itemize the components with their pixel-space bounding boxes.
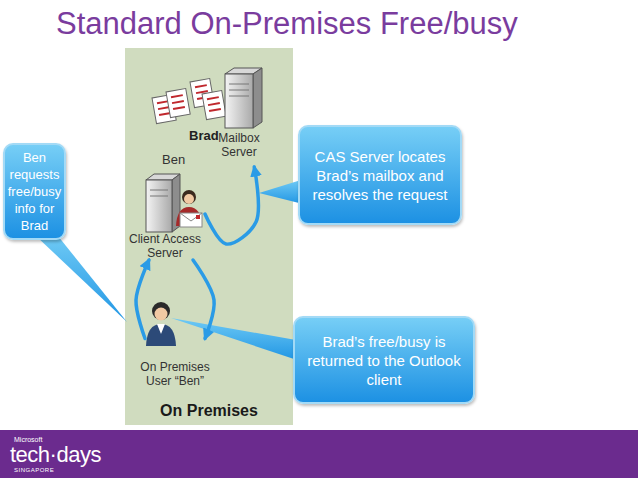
callout-box: Ben requests free/busy info for Brad: [3, 143, 66, 240]
group-panel: On Premises BradMailbox ServerClient Acce…: [125, 48, 293, 425]
footer-band: [0, 430, 638, 478]
node-text: Brad: [189, 128, 219, 143]
node-text: On Premises: [125, 402, 293, 420]
client-access-server: Client Access Server: [125, 168, 205, 260]
brand-text: Microsoft: [14, 436, 42, 444]
node-text: Brad’s free/busy is returned to the Outl…: [297, 332, 471, 389]
mailbox-label: Ben: [162, 152, 185, 167]
node-text: Mailbox Server: [212, 131, 266, 159]
callout-box: CAS Server locates Brad’s mailbox and re…: [298, 125, 462, 225]
slide-title: Standard On-Premises Free/busy: [56, 6, 518, 42]
node-text: On Premises User “Ben”: [133, 360, 217, 388]
event-logo: tech·days: [10, 444, 101, 466]
node-text: Ben requests free/busy info for Brad: [7, 149, 62, 234]
event-location: SINGAPORE: [14, 467, 54, 474]
mailbox-server: BradMailbox Server: [148, 62, 273, 167]
callout-pointer: [36, 236, 127, 322]
on-premises-user: On Premises User “Ben”: [145, 298, 205, 388]
callout-box: Brad’s free/busy is returned to the Outl…: [293, 316, 475, 404]
node-text: Client Access Server: [125, 232, 205, 260]
node-text: CAS Server locates Brad’s mailbox and re…: [302, 147, 458, 204]
